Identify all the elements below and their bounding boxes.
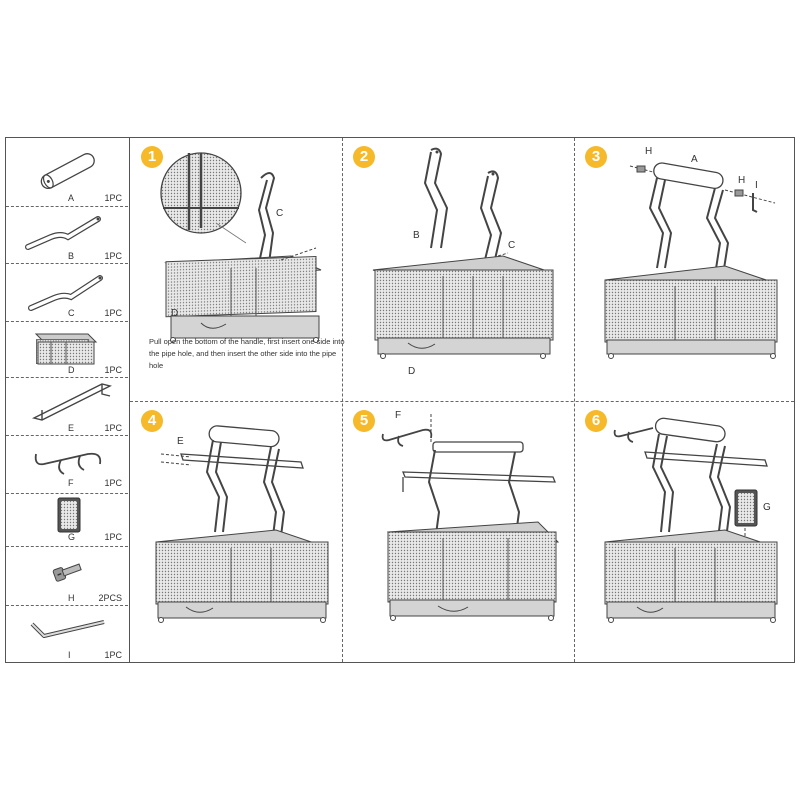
step-4: 4 E — [131, 402, 342, 664]
handle-c-icon — [28, 275, 103, 311]
column-divider — [342, 138, 343, 662]
step-5: 5 F — [343, 402, 574, 664]
part-qty: 1PC — [104, 423, 122, 433]
part-label: A — [691, 154, 698, 165]
part-label: H — [645, 146, 653, 157]
part-letter: A — [68, 193, 75, 203]
step-badge: 6 — [585, 410, 607, 432]
step-4-illustration — [155, 425, 329, 623]
part-label: F — [395, 410, 402, 421]
step-1: 1 C D Pull open the bottom of the handle… — [131, 138, 345, 401]
part-g: G 1PC — [6, 494, 128, 547]
step-2-illustration — [372, 147, 554, 359]
part-qty: 1PC — [104, 478, 122, 488]
step-badge: 2 — [353, 146, 375, 168]
part-label: G — [763, 502, 771, 513]
part-a: A 1PC — [6, 138, 128, 207]
assembly-sheet: A 1PC B 1PC C 1PC — [5, 137, 795, 663]
step-badge: 5 — [353, 410, 375, 432]
part-letter: G — [68, 532, 76, 542]
step-6: 6 G — [575, 402, 795, 664]
part-qty: 1PC — [104, 650, 122, 660]
part-letter: C — [68, 308, 75, 318]
part-label: H — [738, 175, 746, 186]
part-qty: 2PCS — [98, 593, 122, 603]
mesh-pad-icon — [57, 497, 81, 533]
hanger-rack-icon — [31, 383, 113, 421]
part-i: I 1PC — [6, 606, 128, 663]
part-f: F 1PC — [6, 436, 128, 494]
part-letter: E — [68, 423, 75, 433]
step-3: 3 H A H I — [575, 138, 795, 401]
row-divider — [130, 401, 794, 402]
part-d: D 1PC — [6, 322, 128, 378]
part-label: B — [413, 230, 420, 241]
step-badge: 3 — [585, 146, 607, 168]
part-letter: F — [68, 478, 74, 488]
step-3-illustration — [604, 162, 778, 359]
part-letter: I — [68, 650, 71, 660]
hex-key-icon — [30, 620, 105, 638]
part-label: D — [171, 308, 179, 319]
part-qty: 1PC — [104, 532, 122, 542]
step-badge: 4 — [141, 410, 163, 432]
part-label: D — [408, 366, 416, 377]
part-qty: 1PC — [104, 251, 122, 261]
part-qty: 1PC — [104, 365, 122, 375]
basket-icon — [34, 333, 98, 365]
part-label: C — [508, 240, 516, 251]
part-letter: B — [68, 251, 75, 261]
part-h: H 2PCS — [6, 547, 128, 606]
part-e: E 1PC — [6, 378, 128, 436]
part-label: I — [755, 180, 758, 191]
step-badge: 1 — [141, 146, 163, 168]
part-qty: 1PC — [104, 308, 122, 318]
part-b: B 1PC — [6, 207, 128, 264]
part-c: C 1PC — [6, 264, 128, 322]
step-1-instruction: Pull open the bottom of the handle, firs… — [149, 337, 345, 370]
part-label: E — [177, 436, 184, 447]
step-2: 2 B C D — [343, 138, 574, 401]
parts-list: A 1PC B 1PC C 1PC — [6, 138, 130, 662]
screw-icon — [52, 563, 82, 582]
part-label: C — [276, 208, 284, 219]
step-6-illustration — [604, 417, 778, 623]
double-hook-icon — [34, 452, 102, 475]
handle-b-icon — [25, 216, 101, 250]
part-qty: 1PC — [104, 193, 122, 203]
part-letter: H — [68, 593, 75, 603]
step-1-illustration — [160, 152, 322, 343]
column-divider — [574, 138, 575, 662]
part-letter: D — [68, 365, 75, 375]
step-5-illustration — [381, 414, 560, 621]
tube-icon — [40, 153, 95, 190]
